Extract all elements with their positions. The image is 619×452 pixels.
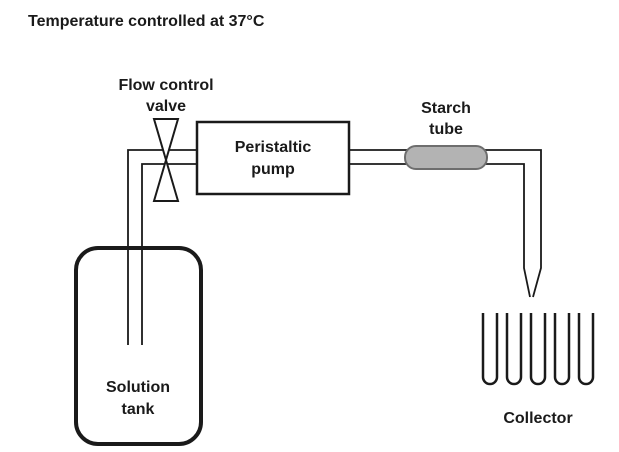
starch-label-line1: Starch: [421, 100, 471, 117]
pipe-right-inner: [349, 163, 531, 298]
flow-valve-icon: [152, 156, 180, 202]
collector-tube-icon: [481, 313, 499, 386]
collector-label: Collector: [503, 410, 572, 427]
starch-tube: [404, 145, 488, 170]
pump-label-line1: Peristaltic: [235, 139, 312, 156]
pipe-left-outer: [127, 149, 197, 345]
pump-label-line2: pump: [251, 161, 295, 178]
tank-label-line1: Solution: [106, 379, 170, 396]
starch-label-line2: tube: [429, 121, 463, 138]
solution-tank: [74, 246, 203, 446]
diagram-title: Temperature controlled at 37°C: [28, 13, 265, 30]
flow-valve-label-line1: Flow control: [118, 77, 213, 94]
pipe-left-inner: [141, 163, 197, 345]
pipe-right-outer: [349, 149, 542, 298]
collector-tube-icon: [553, 313, 571, 386]
tank-label-line2: tank: [122, 401, 155, 418]
flow-valve-label-line2: valve: [146, 98, 186, 115]
collector-tube-icon: [529, 313, 547, 386]
flow-valve-icon: [152, 118, 180, 164]
peristaltic-pump-box: [195, 120, 351, 196]
collector-tube-icon: [577, 313, 595, 386]
collector-tube-icon: [505, 313, 523, 386]
